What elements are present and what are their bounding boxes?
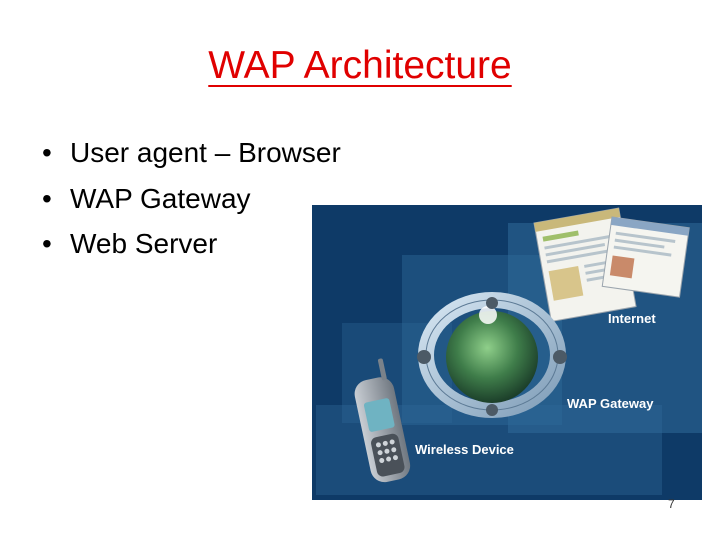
wireless-device-label: Wireless Device <box>415 442 514 457</box>
page-number: 7 <box>668 497 675 511</box>
bullet-text: WAP Gateway <box>70 183 251 214</box>
bullet-list: •User agent – Browser •WAP Gateway •Web … <box>42 130 341 267</box>
wap-architecture-figure: Internet WAP Gateway Wireless Device <box>312 205 702 500</box>
bullet-text: User agent – Browser <box>70 137 341 168</box>
bullet-item: •WAP Gateway <box>42 176 341 222</box>
bullet-item: •User agent – Browser <box>42 130 341 176</box>
browser-window-right-icon <box>602 217 689 297</box>
internet-label: Internet <box>608 311 656 326</box>
bullet-dot-icon: • <box>42 130 70 175</box>
bullet-dot-icon: • <box>42 221 70 266</box>
bullet-dot-icon: • <box>42 176 70 221</box>
slide-title: WAP Architecture <box>0 44 720 88</box>
bullet-item: •Web Server <box>42 221 341 267</box>
slide-title-text: WAP Architecture <box>208 44 511 87</box>
wap-gateway-label: WAP Gateway <box>567 396 653 411</box>
bullet-text: Web Server <box>70 228 217 259</box>
